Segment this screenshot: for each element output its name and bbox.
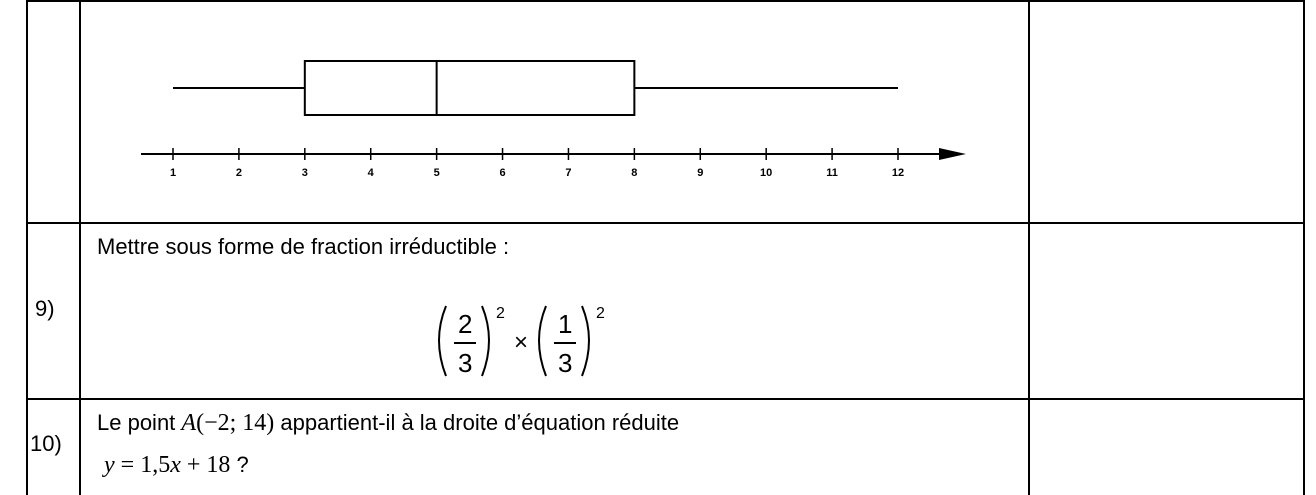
question-10-line-2: y = 1,5x + 18 ? xyxy=(104,453,249,477)
fraction-2-numerator: 1 xyxy=(558,309,572,339)
fraction-1-bar xyxy=(454,342,476,344)
axis-tick-label: 1 xyxy=(170,167,176,179)
question-10-text-c: ? xyxy=(230,452,249,477)
exponent-2: 2 xyxy=(596,305,605,322)
point-coordinates: (−2; 14) xyxy=(196,410,275,436)
equation-y: y xyxy=(104,452,115,478)
table-border-left xyxy=(26,0,28,495)
axis-tick-label: 4 xyxy=(368,167,375,179)
boxplot-box xyxy=(303,60,636,116)
point-label: A xyxy=(181,410,197,436)
axis-tick-label: 10 xyxy=(760,167,772,179)
fraction-2-denominator: 3 xyxy=(558,348,572,378)
axis-tick-label: 7 xyxy=(565,167,571,179)
close-paren-1 xyxy=(481,305,490,377)
row-number-9: 9) xyxy=(35,296,55,321)
exponent-1: 2 xyxy=(496,305,505,322)
axis-arrow xyxy=(939,148,966,160)
question-10-line-1: Le point A(−2; 14) appartient-il à la dr… xyxy=(97,411,679,435)
close-paren-2 xyxy=(581,305,590,377)
column-divider-2 xyxy=(1028,0,1030,495)
axis-tick-label: 6 xyxy=(499,167,505,179)
row-divider-1 xyxy=(26,222,1305,224)
axis-tick-label: 2 xyxy=(236,167,242,179)
table-border-right xyxy=(1303,0,1305,495)
equation-x: x xyxy=(170,452,181,478)
row-divider-2 xyxy=(26,398,1305,400)
axis-tick-label: 3 xyxy=(302,167,308,179)
fraction-2-bar xyxy=(554,342,576,344)
axis-tick-label: 11 xyxy=(826,167,838,179)
table-border-top xyxy=(26,0,1305,2)
open-paren-1 xyxy=(438,305,447,377)
question-10-text-a: Le point xyxy=(97,410,182,435)
fraction-1-numerator: 2 xyxy=(458,309,472,339)
equation-rhs-b: + 18 xyxy=(180,452,231,478)
column-divider-1 xyxy=(79,0,81,495)
row-number-10: 10) xyxy=(30,431,62,456)
equation-rhs-a: = 1,5 xyxy=(114,452,171,478)
axis-tick-label: 9 xyxy=(697,167,703,179)
question-9-prompt: Mettre sous forme de fraction irréductib… xyxy=(97,234,510,259)
question-10-text-b: appartient-il à la droite d’équation réd… xyxy=(274,410,680,435)
open-paren-2 xyxy=(538,305,547,377)
axis-tick-label: 12 xyxy=(892,167,904,179)
fraction-expression: 2 3 2 × 1 3 2 xyxy=(434,300,634,390)
axis-tick-label: 5 xyxy=(434,167,440,179)
fraction-1-denominator: 3 xyxy=(458,348,472,378)
axis-tick-label: 8 xyxy=(631,167,637,179)
times-sign: × xyxy=(514,329,528,356)
